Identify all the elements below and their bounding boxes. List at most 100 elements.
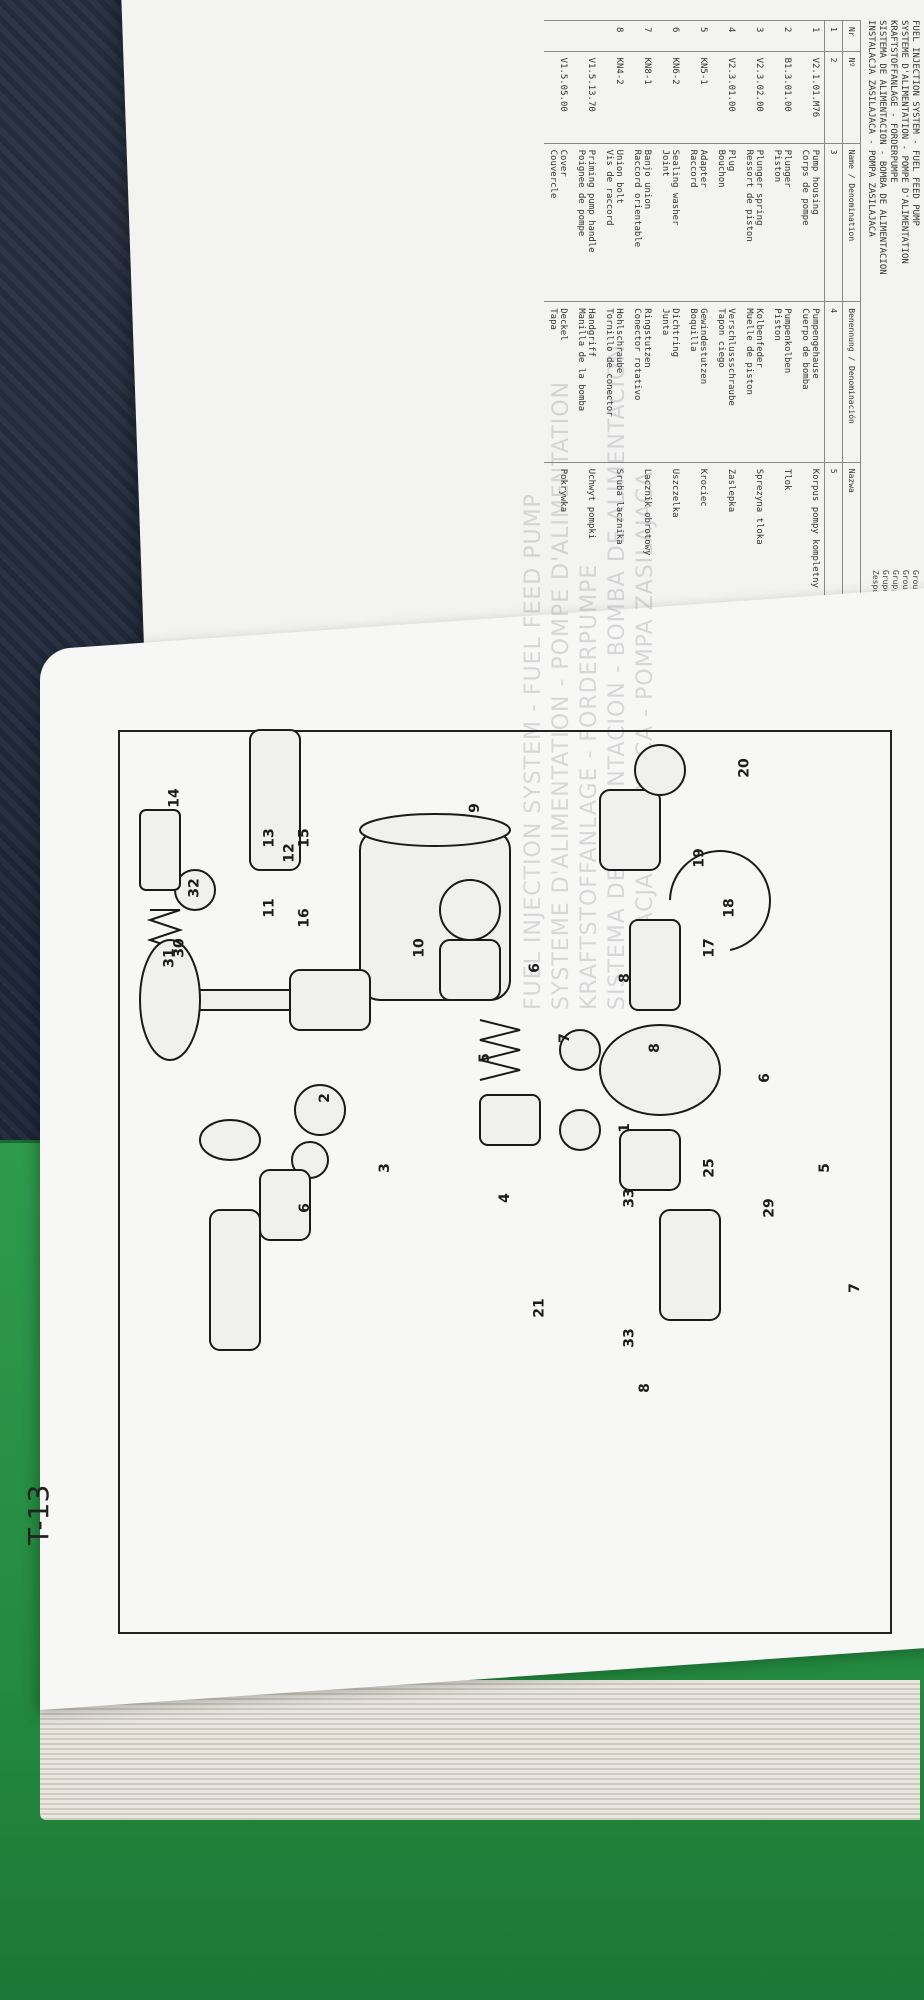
cell-text: V1.5.13.70: [586, 57, 596, 112]
part-29: [559, 1029, 601, 1071]
cell-text: V1.5.05.00: [558, 57, 568, 112]
callout-number: 15: [296, 828, 313, 848]
row-number: 6: [656, 20, 684, 52]
part-7-right: [619, 1129, 681, 1191]
callout-number: 33: [621, 1188, 638, 1208]
cell-text: Pumpenkolben: [782, 308, 792, 374]
part-number: V1.5.05.00: [544, 51, 572, 144]
callout-number: 8: [616, 973, 633, 983]
cell-text: 5: [698, 27, 708, 33]
column-number: 1: [824, 20, 843, 52]
part-number: KN4-2: [600, 51, 628, 144]
part-number: V2.1.01.M76: [796, 51, 825, 144]
part-25: [599, 1024, 721, 1116]
callout-number: 29: [761, 1198, 778, 1218]
callout-number: 18: [721, 898, 738, 918]
cell-text: V2.1.01.M76: [810, 57, 820, 118]
cell-text: Pump housing: [810, 149, 820, 215]
cell-text: Bouchon: [716, 149, 726, 188]
callout-number: 13: [261, 828, 278, 848]
callout-number: 5: [476, 1053, 493, 1063]
part-name-pl: Uszczelka: [656, 462, 684, 620]
cell-text: Tlok: [782, 468, 792, 491]
part-name-pl: Krociec: [684, 462, 712, 620]
cell-text: 8: [614, 27, 624, 33]
row-number: 2: [768, 20, 796, 52]
column-header: Nr: [842, 20, 861, 52]
cell-text: Corps de pompe: [800, 149, 810, 226]
callout-number: 1: [616, 1123, 633, 1133]
part-7: [259, 1169, 311, 1241]
part-number: V2.3.01.00: [712, 51, 740, 144]
part-33: [559, 1109, 601, 1151]
cell-text: Ressort de piston: [744, 149, 754, 242]
plunger-spring-part: [479, 1019, 521, 1081]
callout-number: 9: [466, 803, 483, 813]
part-5: [294, 1084, 346, 1136]
column-header: Benennung / Denominación: [842, 301, 861, 463]
part-19: [634, 744, 686, 796]
cell-text: Sprezyna tloka: [754, 468, 764, 545]
row-number: 4: [712, 20, 740, 52]
cell-text: 2: [782, 27, 792, 33]
cell-text: Krociec: [698, 468, 708, 507]
callout-number: 7: [556, 1033, 573, 1043]
callout-number: 2: [316, 1093, 333, 1103]
title-line: SISTEMA DE ALIMENTACION - BOMBA DE ALIME…: [877, 20, 887, 275]
cell-text: 3: [754, 27, 764, 33]
cell-text: Piston: [772, 149, 782, 183]
callout-number: 31: [161, 948, 178, 968]
callout-number: 12: [281, 843, 298, 863]
callout-number: 33: [621, 1328, 638, 1348]
cell-text: Cuerpo de bomba: [800, 308, 810, 390]
cell-text: KN5-1: [698, 57, 708, 85]
part-number: V1.5.13.70: [572, 51, 600, 144]
part-21: [669, 850, 771, 951]
cell-text: V2.3.01.00: [726, 57, 736, 112]
housing-top: [359, 813, 511, 847]
title-line: FUEL INJECTION SYSTEM - FUEL FEED PUMP: [910, 20, 920, 226]
callout-number: 6: [526, 963, 543, 973]
part-number: KN6-2: [656, 51, 684, 144]
cell-text: Plunger: [782, 149, 792, 188]
part-8-right: [629, 919, 681, 1011]
row-number: [572, 20, 600, 52]
part-8: [209, 1209, 261, 1351]
cell-text: Raccord: [688, 149, 698, 188]
cell-text: Junta: [660, 308, 670, 336]
plunger-part: [439, 939, 501, 1001]
cell-text: Tapon ciego: [716, 308, 726, 368]
callout-number: 6: [296, 1203, 313, 1213]
row-number: 3: [740, 20, 768, 52]
callout-number: 4: [496, 1193, 513, 1203]
part-10: [289, 969, 371, 1031]
cell-text: Muelle de piston: [744, 308, 754, 395]
cell-text: Pumpengehause: [810, 308, 820, 379]
cell-text: Kolbenfeder: [754, 308, 764, 368]
cell-text: Boquilla: [688, 308, 698, 352]
cell-text: Zaslepka: [726, 468, 736, 513]
cell-text: Korpus pompy kompletny: [810, 468, 820, 588]
cell-text: Dichtring: [670, 308, 680, 358]
callout-number: 11: [261, 898, 278, 918]
diagram-drawing: [139, 729, 771, 1351]
part-14: [139, 809, 181, 891]
part-name-pl: Zaslepka: [712, 462, 740, 620]
cell-text: KN4-2: [614, 57, 624, 85]
cell-text: V2.3.02.00: [754, 57, 764, 112]
